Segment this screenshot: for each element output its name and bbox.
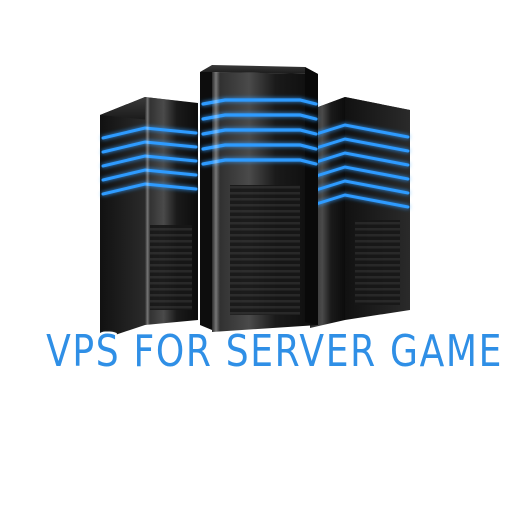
server-tower-center-icon — [200, 65, 318, 332]
server-tower-right-icon — [310, 97, 410, 328]
headline-text: VPS FOR SERVER GAME — [46, 326, 504, 377]
server-tower-left-icon — [100, 97, 198, 340]
